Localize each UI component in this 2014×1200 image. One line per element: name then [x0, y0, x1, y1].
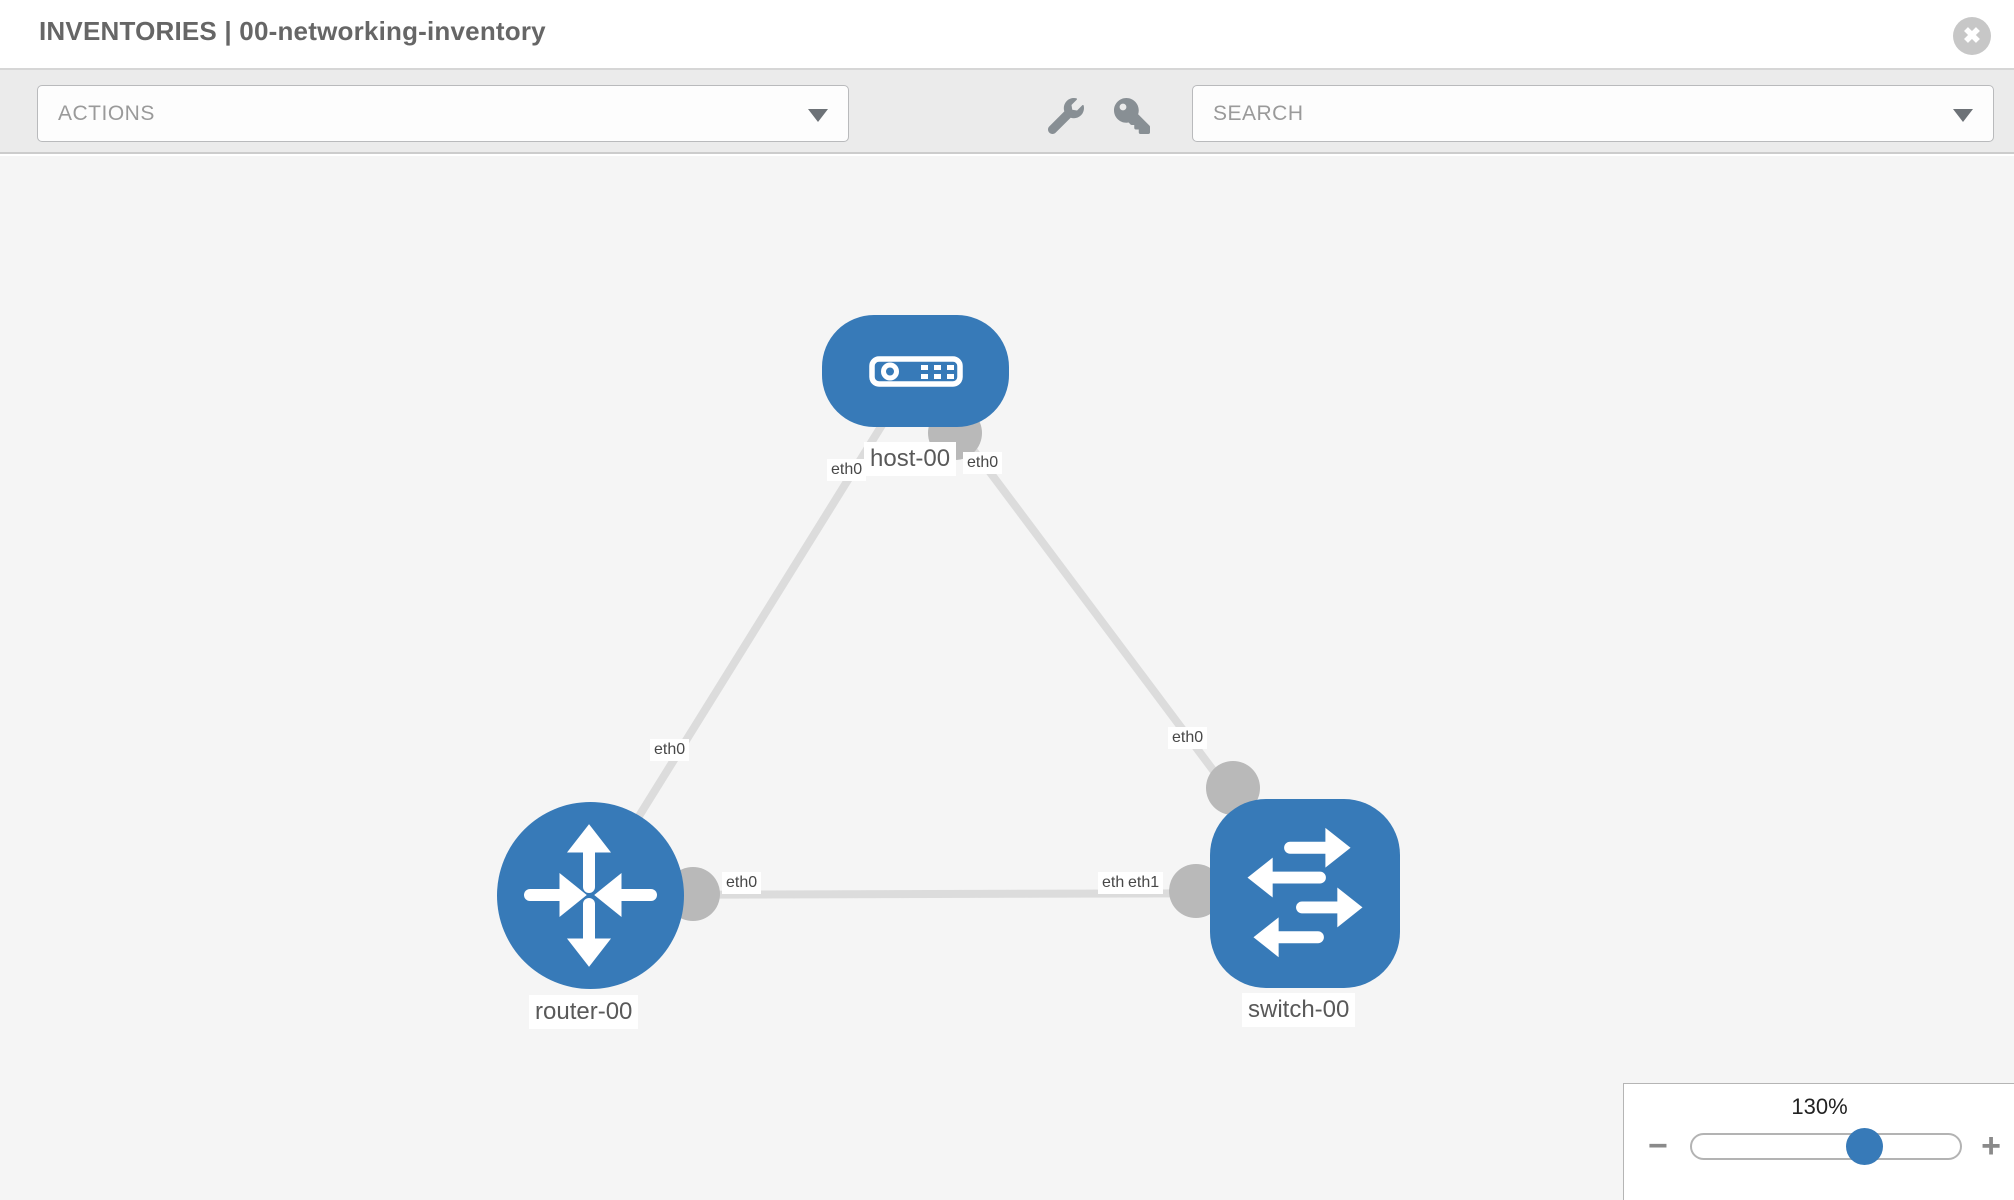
interface-label-eth0: eth0: [1168, 727, 1208, 749]
chevron-down-icon: [808, 109, 828, 122]
key-icon[interactable]: [1114, 98, 1150, 134]
chevron-down-icon: [1953, 109, 1973, 122]
router-icon: [524, 824, 657, 967]
zoom-slider-track[interactable]: [1690, 1128, 1962, 1165]
search-placeholder: SEARCH: [1213, 102, 1304, 125]
interface-label-eth1: eth1: [1124, 872, 1164, 894]
node-label-router-00: router-00: [529, 995, 639, 1029]
interface-label-eth0: eth0: [827, 459, 867, 481]
zoom-out-button[interactable]: −: [1648, 1127, 1668, 1165]
node-router-00[interactable]: [497, 802, 684, 989]
close-icon: ✖: [1962, 23, 1982, 48]
interface-label-eth0: eth0: [963, 452, 1003, 474]
header-bar: INVENTORIES | 00-networking-inventory ✖: [0, 0, 2014, 70]
node-label-switch-00: switch-00: [1242, 993, 1356, 1027]
node-switch-00[interactable]: [1210, 799, 1400, 988]
interface-label-eth0: eth0: [722, 872, 762, 894]
toolbar: ACTIONS SEARCH: [0, 70, 2014, 154]
node-host-00[interactable]: [822, 315, 1009, 427]
zoom-in-button[interactable]: +: [1981, 1127, 2001, 1165]
search-dropdown[interactable]: SEARCH: [1192, 85, 1994, 142]
node-label-host-00: host-00: [864, 442, 957, 476]
zoom-slider-handle[interactable]: [1845, 1128, 1883, 1165]
topology-canvas[interactable]: host-00 router-00 switch-00 eth0 eth0 et…: [0, 156, 2014, 1200]
zoom-control-panel: 130% − +: [1623, 1083, 2014, 1200]
close-button[interactable]: ✖: [1953, 17, 1991, 55]
actions-dropdown[interactable]: ACTIONS: [37, 85, 849, 142]
interface-label-eth0: eth0: [650, 739, 690, 761]
zoom-level-readout: 130%: [1791, 1094, 1848, 1119]
wrench-icon[interactable]: [1047, 98, 1084, 135]
page-title: INVENTORIES | 00-networking-inventory: [39, 16, 546, 46]
topology-links-layer: [586, 369, 1309, 899]
switch-icon: [1247, 827, 1363, 958]
host-icon: [869, 356, 963, 387]
actions-dropdown-label: ACTIONS: [58, 102, 155, 125]
